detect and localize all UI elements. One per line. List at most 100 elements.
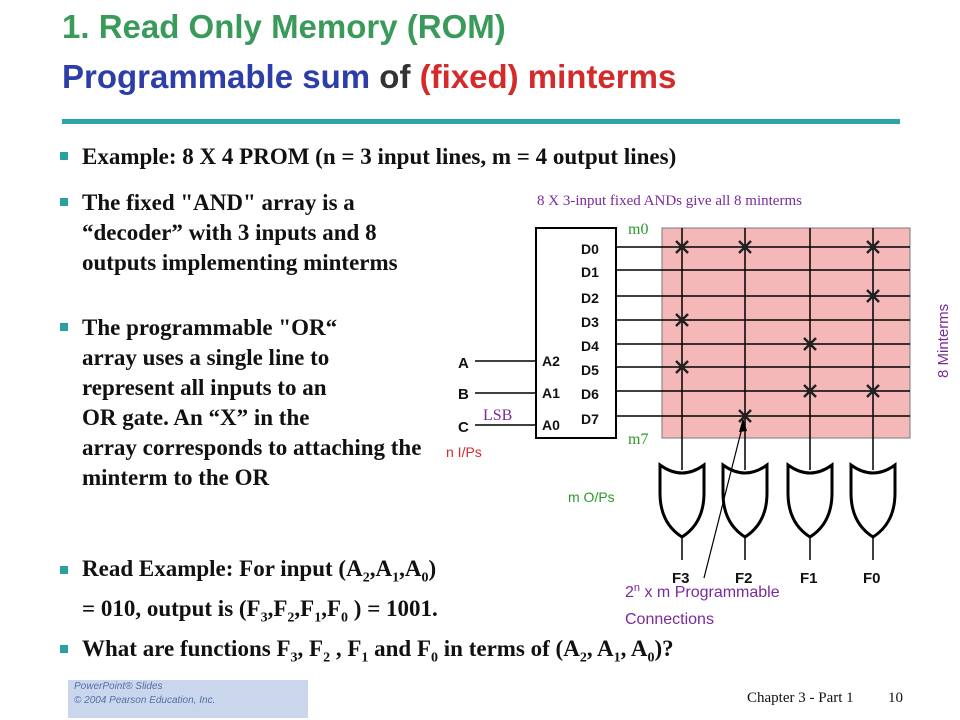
decoder-output-label: D0 bbox=[581, 241, 599, 257]
input-label-c: C bbox=[458, 419, 469, 436]
output-label: F2 bbox=[735, 570, 753, 587]
title-part-of: of bbox=[379, 58, 411, 95]
connection-x bbox=[675, 240, 689, 254]
output-label: F1 bbox=[800, 570, 818, 587]
bullet-3-line: represent all inputs to an bbox=[82, 375, 327, 400]
connections-label-line-1: 2n x m Programmable bbox=[625, 582, 780, 601]
lsb-label: LSB bbox=[483, 407, 512, 424]
connections-label-line-2: Connections bbox=[625, 611, 714, 628]
output-label: F3 bbox=[672, 570, 690, 587]
m0-label: m0 bbox=[628, 221, 648, 238]
top-caption: 8 X 3-input fixed ANDs give all 8 minter… bbox=[537, 193, 802, 209]
decoder-output-label: D5 bbox=[581, 362, 599, 378]
arrow-head bbox=[739, 418, 747, 432]
decoder-input-label: A1 bbox=[542, 385, 560, 401]
connection-x-stroke bbox=[866, 384, 880, 398]
or-gates bbox=[658, 462, 897, 560]
connections-exp: n bbox=[634, 582, 640, 594]
or-array bbox=[661, 227, 911, 439]
connection-x-stroke bbox=[738, 240, 752, 254]
bullet-3-line: array corresponds to attaching the bbox=[82, 435, 422, 460]
decoder-output-label: D6 bbox=[581, 386, 599, 402]
bullet-3-line: array uses a single line to bbox=[82, 345, 330, 370]
connections-rest: x m Programmable bbox=[640, 584, 780, 601]
decoder-output-label: D3 bbox=[581, 314, 599, 330]
bullet-2-line: The fixed "AND" array is a bbox=[82, 190, 355, 215]
connection-x-stroke bbox=[803, 384, 817, 398]
logo-line-2: © 2004 Pearson Education, Inc. bbox=[74, 695, 216, 706]
title-rule bbox=[62, 119, 900, 124]
bullet-marker bbox=[60, 645, 68, 653]
minterms-label: 8 Minterms bbox=[935, 304, 952, 378]
bullet-3-line: minterm to the OR bbox=[82, 465, 270, 490]
logo-line-1: PowerPoint® Slides bbox=[74, 681, 163, 692]
title-line-2: Programmable sum of (fixed) minterms bbox=[62, 58, 676, 96]
connections-base: 2 bbox=[625, 584, 634, 601]
connection-x bbox=[675, 360, 689, 374]
input-label-b: B bbox=[458, 386, 469, 403]
connection-x-stroke bbox=[675, 313, 689, 327]
decoder-output-label: D1 bbox=[581, 264, 599, 280]
connection-x bbox=[803, 384, 817, 398]
title-part-sum: Programmable sum bbox=[62, 58, 371, 95]
bullet-4: Read Example: For input (A2,A1,A0) = 010… bbox=[82, 554, 438, 633]
connection-x bbox=[866, 384, 880, 398]
connection-x bbox=[803, 337, 817, 351]
connection-x-stroke bbox=[803, 337, 817, 351]
or-gate-F1 bbox=[786, 462, 834, 539]
bullet-1: Example: 8 X 4 PROM (n = 3 input lines, … bbox=[82, 144, 677, 169]
output-label: F0 bbox=[863, 570, 881, 587]
connection-x bbox=[866, 289, 880, 303]
output-labels: F3 F2 F1 F0 bbox=[672, 570, 881, 587]
title-part-minterms: (fixed) minterms bbox=[419, 58, 677, 95]
minterm-lines bbox=[616, 246, 910, 417]
bullet-marker bbox=[60, 323, 68, 331]
connection-x bbox=[866, 240, 880, 254]
connection-x-stroke bbox=[866, 240, 880, 254]
input-label-a: A bbox=[458, 355, 469, 372]
or-gate-F0 bbox=[849, 462, 897, 539]
decoder-input-label: A0 bbox=[542, 417, 560, 433]
bullet-3: The programmable "OR“ array uses a singl… bbox=[82, 313, 421, 493]
bullet-4-text: = 010, output is (F bbox=[82, 595, 261, 621]
bullet-4-line-1: Read Example: For input (A2,A1,A0) bbox=[82, 556, 437, 586]
connections-arrow bbox=[703, 423, 744, 579]
programmed-connections bbox=[675, 240, 880, 423]
bullet-2-line: “decoder” with 3 inputs and 8 bbox=[82, 220, 377, 245]
connection-x bbox=[675, 313, 689, 327]
bullet-marker bbox=[60, 152, 68, 160]
m7-label: m7 bbox=[628, 431, 648, 448]
connection-x bbox=[738, 240, 752, 254]
n-inputs-label: n I/Ps bbox=[446, 444, 482, 460]
connection-x bbox=[738, 409, 752, 423]
decoder-output-label: D4 bbox=[581, 338, 599, 354]
or-gate-F2 bbox=[721, 462, 769, 539]
connection-x-stroke bbox=[738, 409, 752, 423]
pearson-logo: PowerPoint® Slides © 2004 Pearson Educat… bbox=[68, 680, 308, 718]
bullet-5-text: What are functions F bbox=[82, 636, 291, 661]
bullet-2: The fixed "AND" array is a “decoder” wit… bbox=[82, 188, 398, 278]
decoder-input-label: A2 bbox=[542, 353, 560, 369]
chapter-label: Chapter 3 - Part 1 bbox=[747, 690, 854, 706]
bullet-5: What are functions F3, F2 , F1 and F0 in… bbox=[82, 636, 674, 666]
bullet-2-line: outputs implementing minterms bbox=[82, 250, 398, 275]
m-outputs-label: m O/Ps bbox=[568, 489, 615, 505]
bullet-marker bbox=[60, 198, 68, 206]
bullet-3-line: The programmable "OR“ bbox=[82, 315, 338, 340]
page-number: 10 bbox=[888, 690, 903, 706]
or-gate-F3 bbox=[658, 462, 706, 539]
decoder-box bbox=[535, 227, 617, 439]
title-line-1: 1. Read Only Memory (ROM) bbox=[62, 8, 506, 45]
bullet-marker bbox=[60, 566, 68, 574]
connection-x-stroke bbox=[675, 240, 689, 254]
bullet-3-line: OR gate. An “X” in the bbox=[82, 405, 310, 430]
bullet-4-text: Read Example: For input (A bbox=[82, 556, 363, 581]
decoder-output-label: D2 bbox=[581, 290, 599, 306]
connection-x-stroke bbox=[675, 360, 689, 374]
connection-x-stroke bbox=[866, 289, 880, 303]
bullet-4-line-2: = 010, output is (F3,F2,F1,F0 ) = 1001. bbox=[82, 595, 438, 626]
decoder-output-label: D7 bbox=[581, 411, 599, 427]
